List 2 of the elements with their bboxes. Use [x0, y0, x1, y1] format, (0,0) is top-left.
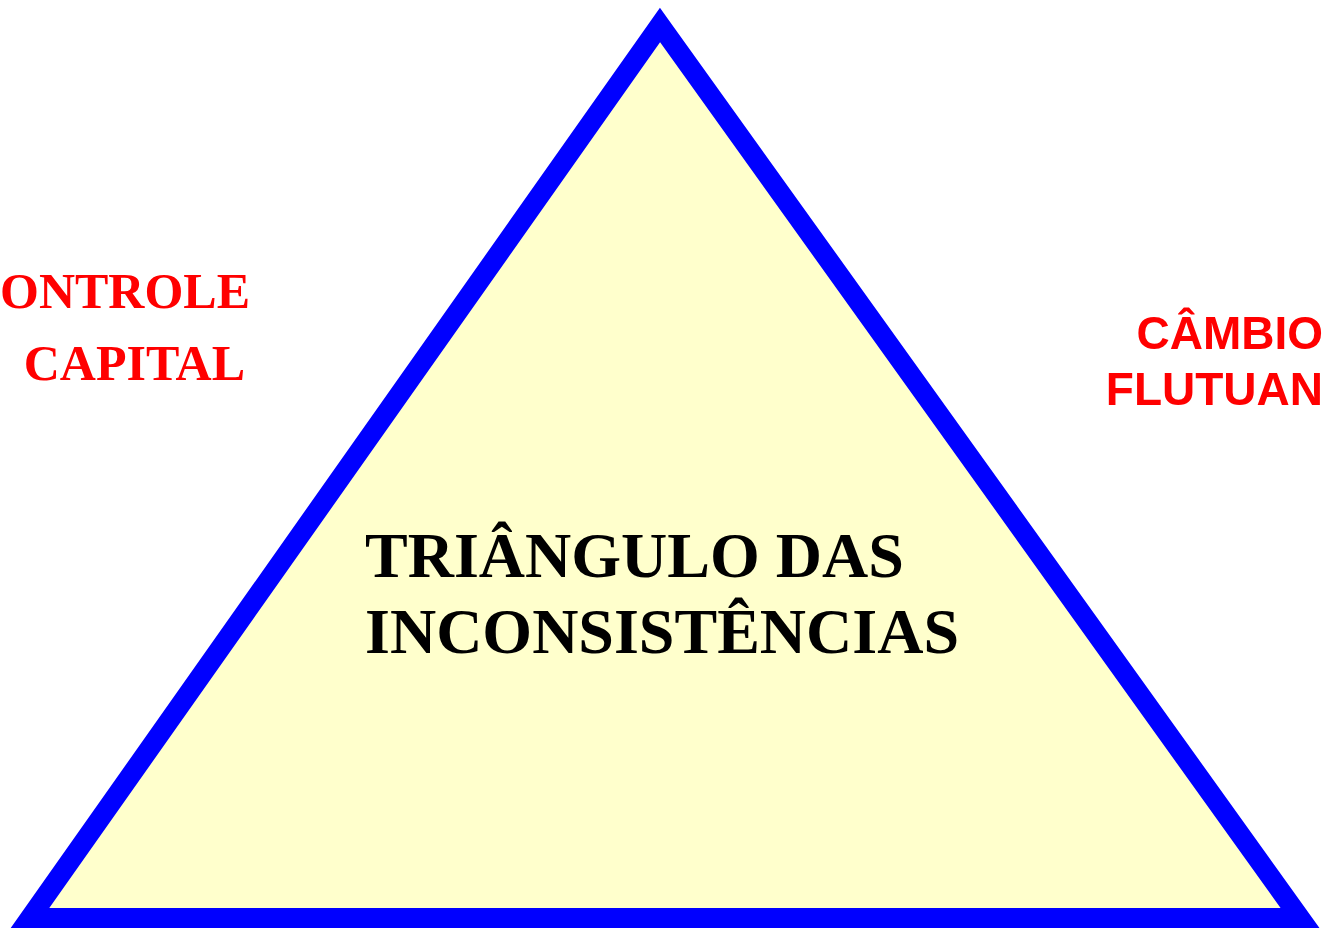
corner-label: CÂMBIO FLUTUAN [1104, 306, 1323, 417]
triangle-title: TRIÂNGULO DAS INCONSISTÊNCIAS [365, 519, 960, 669]
